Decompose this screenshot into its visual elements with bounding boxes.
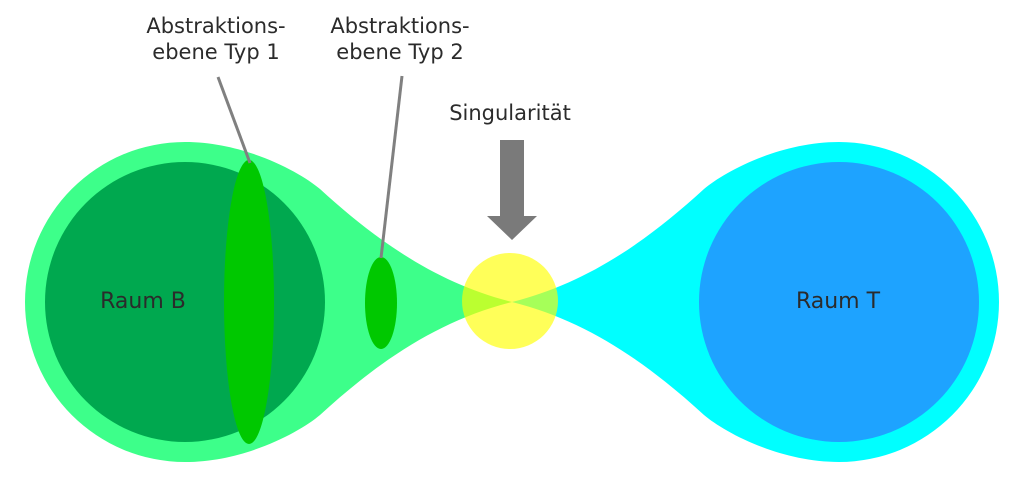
singularity-arrow — [487, 140, 537, 240]
space-t-label: Raum T — [795, 289, 881, 314]
singularity-label: Singularität — [449, 101, 571, 125]
abstraction-plane-type1 — [224, 160, 274, 444]
abstraction-type2-label: Abstraktions- ebene Typ 2 — [330, 14, 470, 64]
space-b-label: Raum B — [100, 289, 186, 314]
leader-line-type2 — [379, 75, 404, 259]
abstraction-plane-type2 — [365, 257, 397, 349]
singularity-circle — [462, 253, 558, 349]
leader-line-type1 — [216, 76, 252, 164]
space-t-inner-circle — [699, 162, 979, 442]
abstraction-type1-label: Abstraktions- ebene Typ 1 — [146, 14, 286, 64]
